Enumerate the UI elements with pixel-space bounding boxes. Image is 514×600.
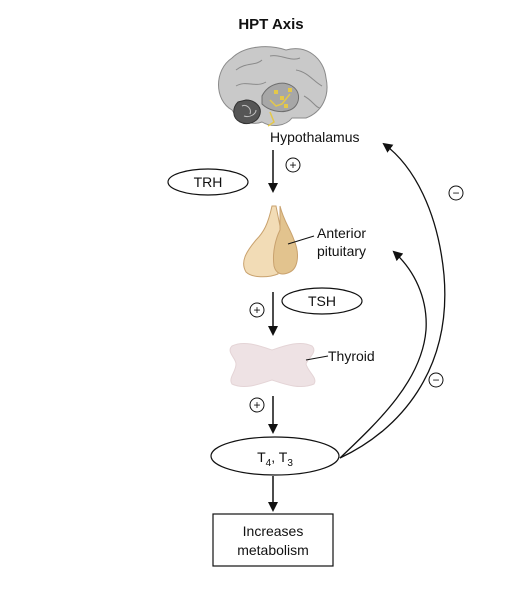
tsh-ellipse xyxy=(281,287,363,315)
minus-sign-hypothalamus: − xyxy=(448,185,464,201)
svg-text:+: + xyxy=(253,303,260,317)
metabolism-label-line1: Increases xyxy=(243,523,304,539)
svg-text:−: − xyxy=(452,186,459,200)
svg-text:−: − xyxy=(432,373,439,387)
t4-t3-label: T4, T3 xyxy=(257,449,293,469)
svg-text:+: + xyxy=(253,398,260,412)
plus-sign-tsh: + xyxy=(249,302,265,318)
trh-ellipse xyxy=(167,168,249,196)
thyroid-label: Thyroid xyxy=(328,348,375,364)
feedback-arrow-pituitary xyxy=(339,250,427,459)
brain-icon xyxy=(218,46,328,127)
plus-sign-thyroid: + xyxy=(249,397,265,413)
metabolism-box xyxy=(212,513,334,567)
thyroid-leader-line xyxy=(305,355,329,361)
hypothalamus-label: Hypothalamus xyxy=(270,129,360,145)
tsh-label: TSH xyxy=(308,293,336,309)
anterior-pituitary-label-line1: Anterior xyxy=(317,225,366,241)
anterior-pituitary-label-line2: pituitary xyxy=(317,243,366,259)
t4-t3-ellipse xyxy=(210,436,340,476)
trh-label: TRH xyxy=(194,174,223,190)
diagram-title: HPT Axis xyxy=(238,16,303,33)
pituitary-icon xyxy=(243,205,298,278)
feedback-arrow-hypothalamus xyxy=(339,142,446,459)
minus-sign-pituitary: − xyxy=(428,372,444,388)
metabolism-label-line2: metabolism xyxy=(237,542,309,558)
plus-sign-trh: + xyxy=(285,157,301,173)
svg-text:+: + xyxy=(289,158,296,172)
pituitary-leader-line xyxy=(287,235,315,245)
thyroid-icon xyxy=(229,343,316,387)
